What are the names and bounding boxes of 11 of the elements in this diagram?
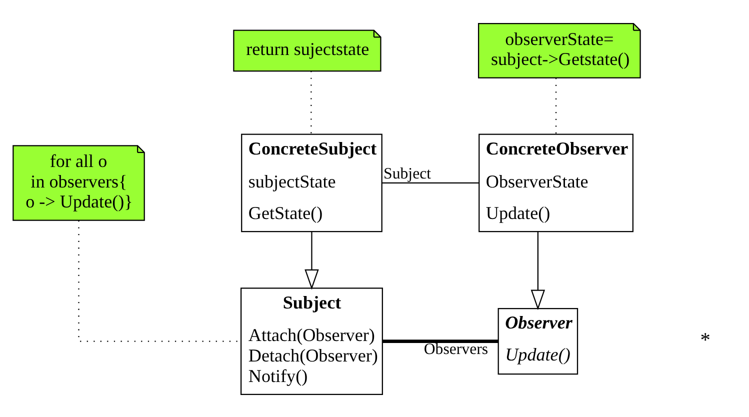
- arrow: [304, 231, 319, 290]
- connector: [382, 182, 479, 184]
- node-box: ConcreteObserver ObserverState Update(): [478, 133, 634, 232]
- edge-label: Observers: [424, 340, 488, 358]
- edge-label: Subject: [384, 165, 432, 182]
- arrow: [530, 231, 546, 310]
- node-box: Subject Attach(Observer) Detach(Observer) Notify(): [240, 287, 383, 395]
- node-box: ConcreteSubject subjectState GetState(): [241, 133, 382, 232]
- node-box: Observer Update(): [498, 307, 578, 374]
- label: *: [700, 328, 710, 351]
- connector: [382, 339, 498, 343]
